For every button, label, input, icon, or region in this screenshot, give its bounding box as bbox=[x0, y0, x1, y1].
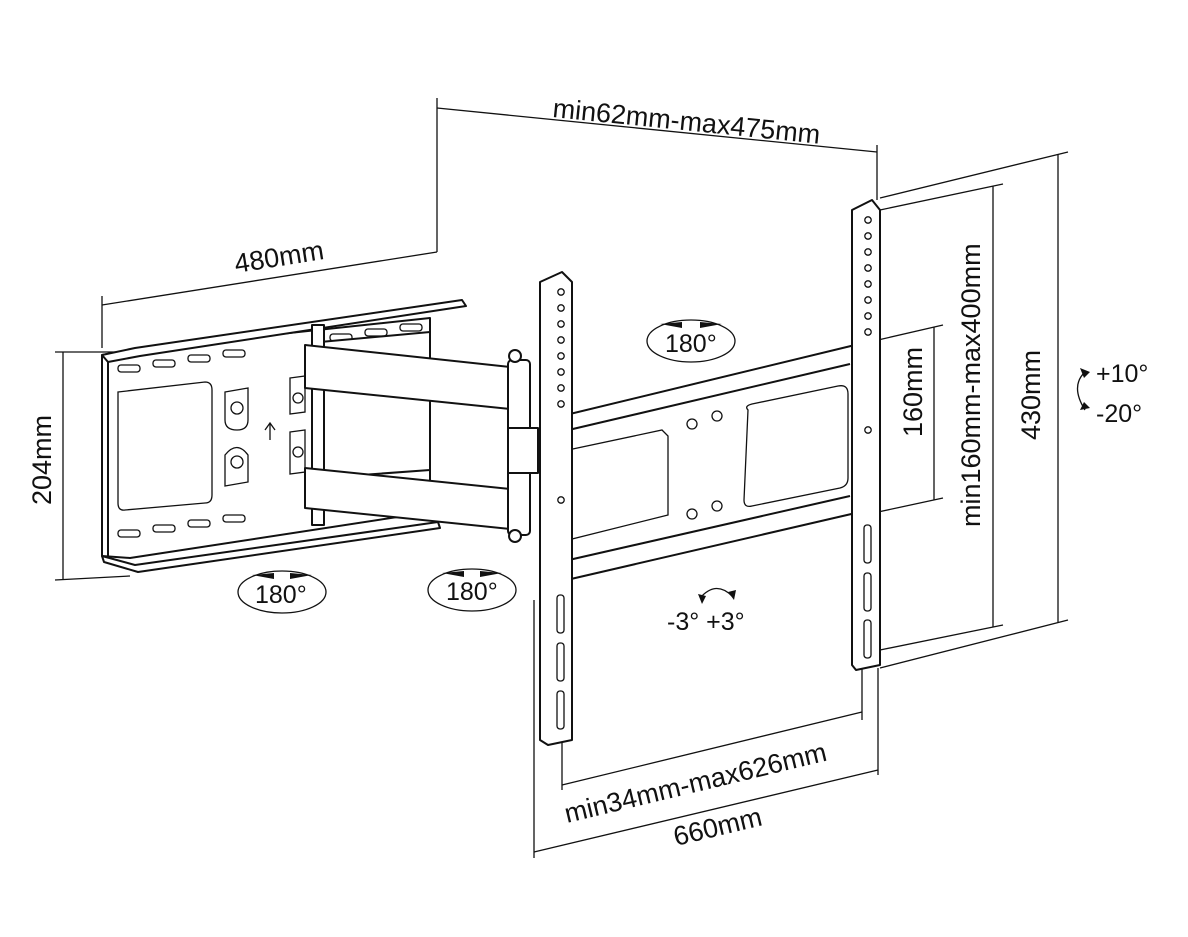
left-vertical-bracket bbox=[539, 271, 573, 746]
arm-swivel-label: 180° bbox=[446, 578, 498, 606]
plate-height-label: 204mm bbox=[27, 415, 57, 505]
swing-arms bbox=[304, 324, 539, 543]
hole-spacing-label: 160mm bbox=[898, 347, 928, 437]
level-adjust-label: -3° +3° bbox=[667, 608, 745, 636]
horizontal-span-label: min34mm-max626mm bbox=[561, 737, 829, 829]
horizontal-rail bbox=[544, 344, 861, 586]
right-vertical-bracket bbox=[851, 199, 881, 671]
tilt-down-label: -20° bbox=[1096, 400, 1142, 428]
rotation-markers bbox=[237, 319, 1090, 614]
wall-swivel-label: 180° bbox=[255, 581, 307, 609]
dimension-lines bbox=[54, 98, 1069, 858]
tilt-up-label: +10° bbox=[1096, 360, 1148, 388]
total-width-label: 660mm bbox=[670, 802, 765, 852]
center-swivel-label: 180° bbox=[665, 330, 717, 358]
top-span-label: min62mm-max475mm bbox=[551, 93, 821, 150]
total-height-label: 430mm bbox=[1016, 350, 1046, 440]
vertical-span-label: min160mm-max400mm bbox=[956, 243, 986, 527]
